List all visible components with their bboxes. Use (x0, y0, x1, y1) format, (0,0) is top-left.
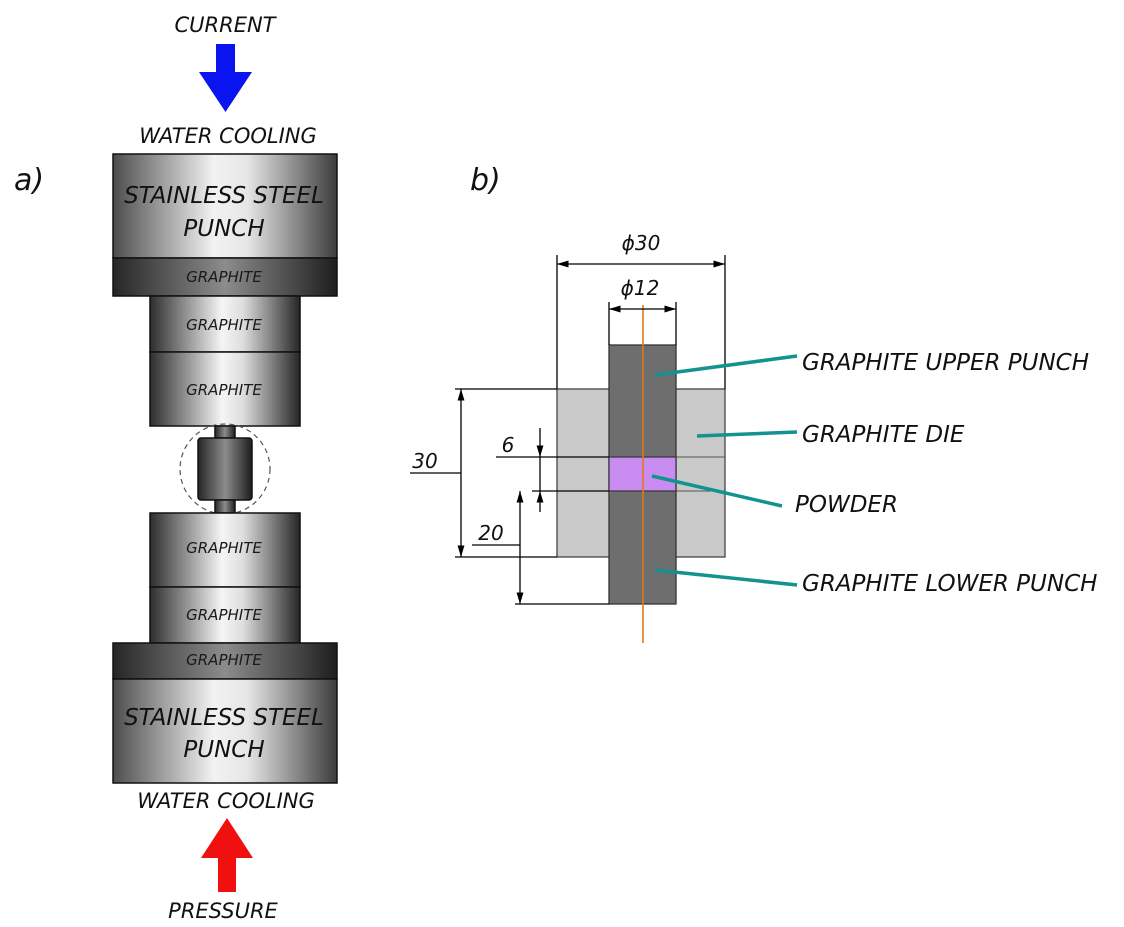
lower-graphite-block-1 (149, 512, 301, 588)
lower-punch-stub (214, 499, 236, 514)
current-label: CURRENT (174, 13, 277, 37)
top-steel-punch-label-line2: PUNCH (183, 216, 264, 242)
callout-die: GRAPHITE DIE (802, 422, 965, 448)
callout-powder: POWDER (795, 492, 898, 518)
upper-graphite-block-1 (149, 295, 301, 353)
die-detail-circle (179, 423, 271, 515)
callout-upper-punch: GRAPHITE UPPER PUNCH (802, 350, 1089, 376)
lower-graphite-block-2 (149, 586, 301, 644)
bottom-steel-punch-label-line1: STAINLESS STEEL (124, 705, 324, 731)
panel-a: a) CURRENT WATER COOLING STAINLESS STEEL… (14, 13, 338, 923)
graphite-label-1: GRAPHITE (186, 268, 262, 286)
current-arrow-icon (199, 44, 252, 112)
bottom-steel-punch (112, 678, 338, 784)
graphite-label-2: GRAPHITE (186, 316, 262, 334)
panel-a-label: a) (14, 163, 44, 198)
leader-lower-punch (654, 568, 798, 587)
die-body (197, 437, 253, 501)
graphite-label-4: GRAPHITE (186, 539, 262, 557)
bottom-graphite-spacer (112, 642, 338, 680)
top-steel-punch-label-line1: STAINLESS STEEL (124, 183, 324, 209)
bottom-steel-punch-label-line2: PUNCH (183, 737, 264, 763)
dim-powder-height: 6 (502, 433, 515, 457)
top-steel-punch (112, 153, 338, 259)
upper-punch-stub (214, 425, 236, 439)
panel-b: b) ϕ30 ϕ12 30 6 (410, 163, 1097, 643)
graphite-label-6: GRAPHITE (186, 651, 262, 669)
top-graphite-spacer (112, 257, 338, 297)
dim-lower-punch: 20 (478, 521, 503, 545)
pressure-label: PRESSURE (168, 899, 278, 923)
top-water-cooling-label: WATER COOLING (139, 124, 317, 148)
bottom-water-cooling-label: WATER COOLING (137, 789, 315, 813)
dim-die-height: 30 (412, 449, 437, 473)
leader-die (696, 430, 798, 438)
graphite-label-3: GRAPHITE (186, 381, 262, 399)
leader-upper-punch (654, 354, 798, 377)
graphite-label-5: GRAPHITE (186, 606, 262, 624)
leader-powder (651, 474, 783, 508)
dim-inner-diameter: ϕ12 (621, 276, 660, 300)
dim-outer-diameter: ϕ30 (622, 231, 661, 255)
callout-lower-punch: GRAPHITE LOWER PUNCH (802, 571, 1097, 597)
panel-b-label: b) (470, 163, 501, 198)
pressure-arrow-icon (201, 818, 253, 892)
upper-graphite-block-2 (149, 351, 301, 427)
